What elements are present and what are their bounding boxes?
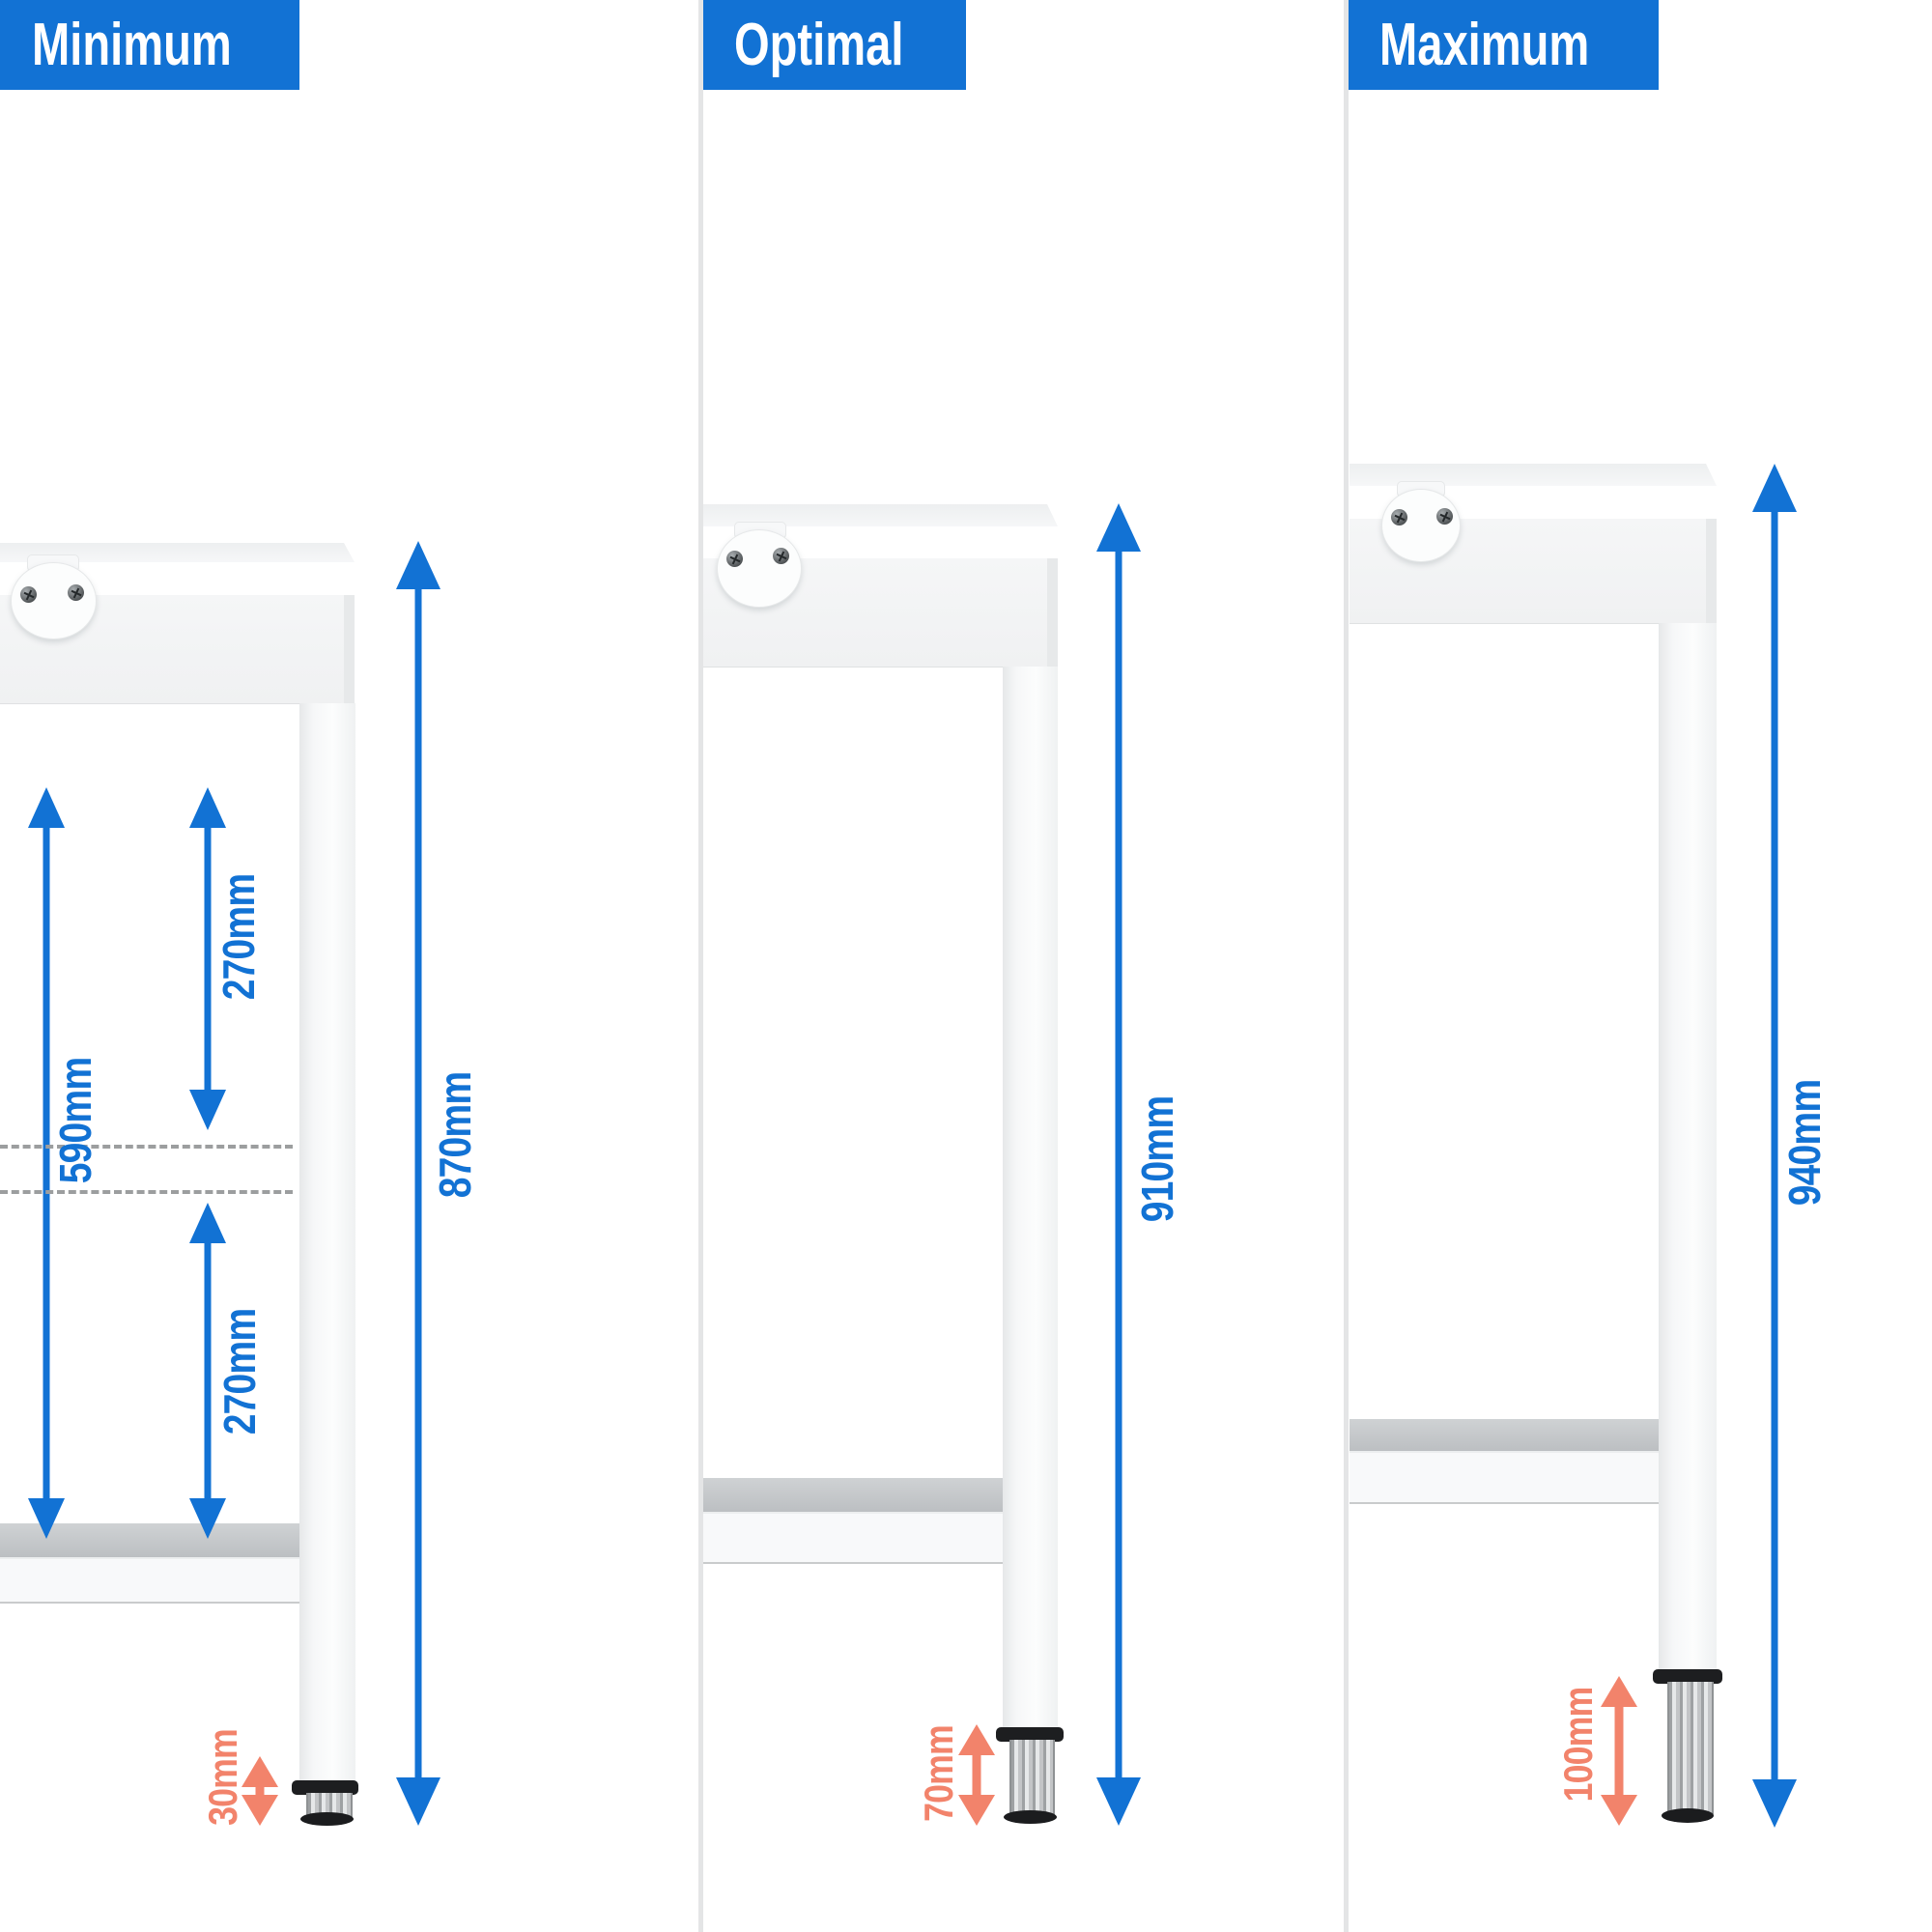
tabletop-surface <box>1350 464 1717 486</box>
apron-edge-shading <box>1706 519 1717 623</box>
wall-bracket <box>11 562 97 639</box>
foot-base <box>300 1812 354 1826</box>
panel-divider <box>1344 0 1349 1932</box>
foot-base <box>1662 1808 1714 1823</box>
shelf-front <box>703 1512 1003 1564</box>
adjustable-foot <box>1667 1682 1714 1814</box>
shelf-front <box>1350 1451 1659 1504</box>
badge-label: Maximum <box>1379 12 1590 78</box>
dim-label-total-height: 940mm <box>1779 1079 1830 1207</box>
dim-label-lower-span: 270mm <box>214 1308 265 1435</box>
dim-arrow-inner-span <box>28 787 65 1539</box>
dim-arrow-foot-adjust <box>1601 1676 1637 1826</box>
dim-arrow-lower-span <box>189 1203 226 1539</box>
dim-arrow-total-height <box>1752 464 1797 1828</box>
dim-arrow-upper-span <box>189 787 226 1130</box>
badge-maximum: Maximum <box>1349 0 1659 90</box>
screw-icon <box>68 584 84 601</box>
dim-label-total-height: 870mm <box>430 1071 480 1199</box>
wall-bracket <box>1381 489 1461 562</box>
apron-edge-shading <box>1047 558 1058 667</box>
leg-end-cap <box>1653 1669 1722 1684</box>
dim-label-foot-adjust: 70mm <box>916 1725 961 1822</box>
leg-end-cap <box>292 1780 358 1795</box>
screw-icon <box>726 551 743 567</box>
screw-icon <box>20 586 37 603</box>
panel-divider <box>698 0 703 1932</box>
badge-label: Minimum <box>32 12 232 78</box>
table-leg <box>299 703 355 1780</box>
wall-bracket <box>717 529 802 608</box>
dim-arrow-total-height <box>1096 503 1141 1826</box>
badge-label: Optimal <box>734 12 904 78</box>
screw-icon <box>1436 508 1453 525</box>
table-leg <box>1659 623 1717 1669</box>
badge-optimal: Optimal <box>703 0 966 90</box>
dim-arrow-total-height <box>396 541 440 1826</box>
shelf-position-dashed-line <box>0 1145 293 1149</box>
badge-minimum: Minimum <box>0 0 299 90</box>
screw-icon <box>1391 509 1407 526</box>
foot-base <box>1004 1810 1057 1824</box>
shelf-front <box>0 1557 299 1604</box>
shelf-position-dashed-line <box>0 1190 293 1194</box>
screw-icon <box>773 548 789 564</box>
dim-label-foot-adjust: 100mm <box>1555 1687 1601 1803</box>
apron-edge-shading <box>344 595 355 703</box>
dim-label-upper-span: 270mm <box>213 873 264 1001</box>
tabletop-surface <box>0 543 355 562</box>
adjustable-foot <box>1009 1740 1055 1816</box>
dim-arrow-foot-adjust <box>242 1756 278 1826</box>
dim-label-foot-adjust: 30mm <box>200 1729 245 1826</box>
leg-end-cap <box>996 1727 1064 1742</box>
dim-label-total-height: 910mm <box>1132 1095 1182 1223</box>
table-leg <box>1003 667 1058 1727</box>
shelf-top-surface <box>703 1478 1003 1512</box>
shelf-top-surface <box>1350 1419 1659 1451</box>
dim-arrow-foot-adjust <box>958 1724 995 1826</box>
dim-label-inner-span: 590mm <box>50 1057 100 1184</box>
tabletop-surface <box>703 504 1058 526</box>
